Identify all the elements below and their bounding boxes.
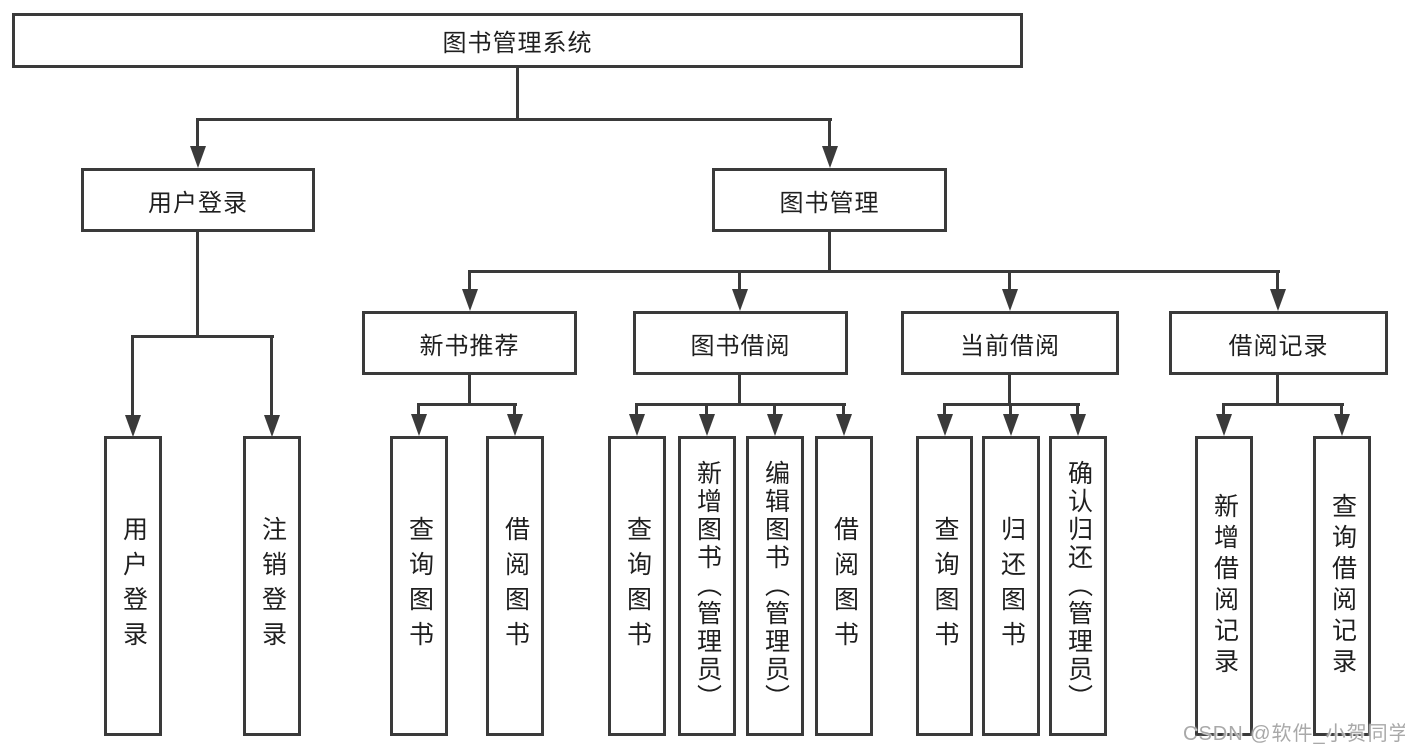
leaf-user-login: 用户登录 — [104, 436, 162, 736]
connector-user-login-bar — [131, 335, 274, 338]
node-current-borrow: 当前借阅 — [901, 311, 1119, 375]
leaf-borrow-book-recommend-label: 借阅图书 — [501, 516, 530, 656]
node-user-login-label: 用户登录 — [148, 189, 248, 217]
arrow-down-icon — [411, 414, 427, 436]
connector-new-book-recommend-bar — [417, 403, 517, 406]
csdn-watermark: CSDN @软件_小贺同学 — [1183, 723, 1405, 745]
connector-book-management-stub — [828, 232, 831, 273]
connector-leaf — [1009, 403, 1012, 418]
arrow-down-icon — [1270, 289, 1286, 311]
node-book-management: 图书管理 — [712, 168, 947, 232]
arrow-down-icon — [767, 414, 783, 436]
connector-to-new-book-recommend — [468, 270, 471, 292]
leaf-borrow-book: 借阅图书 — [815, 436, 873, 736]
connector-to-book-management — [828, 118, 831, 150]
arrow-down-icon — [699, 414, 715, 436]
arrow-down-icon — [1216, 414, 1232, 436]
connector-leaf — [1340, 403, 1343, 418]
connector-book-management-bar — [468, 270, 1280, 273]
leaf-logout-label: 注销登录 — [258, 516, 287, 656]
arrow-down-icon — [507, 414, 523, 436]
connector-to-current-borrow — [1008, 270, 1011, 292]
connector-leaf — [773, 403, 776, 418]
arrow-down-icon — [937, 414, 953, 436]
connector-leaf — [842, 403, 845, 418]
leaf-return-book-label: 归还图书 — [997, 516, 1026, 656]
leaf-add-borrow-record-label: 新增借阅记录 — [1210, 493, 1239, 679]
connector-to-user-login — [196, 118, 199, 150]
node-book-borrow: 图书借阅 — [633, 311, 848, 375]
leaf-borrow-book-label: 借阅图书 — [830, 516, 859, 656]
node-new-book-recommend: 新书推荐 — [362, 311, 577, 375]
leaf-user-login-label: 用户登录 — [119, 516, 148, 656]
leaf-edit-book-admin-label: 编辑图书（管理员） — [761, 460, 790, 712]
leaf-query-borrow-record: 查询借阅记录 — [1313, 436, 1371, 736]
connector-leaf — [1076, 403, 1079, 418]
connector-leaf — [513, 403, 516, 418]
connector-to-borrow-record — [1276, 270, 1279, 292]
arrow-down-icon — [822, 146, 838, 168]
node-new-book-recommend-label: 新书推荐 — [419, 332, 520, 360]
arrow-down-icon — [1070, 414, 1086, 436]
leaf-query-borrow-record-label: 查询借阅记录 — [1328, 493, 1357, 679]
leaf-add-borrow-record: 新增借阅记录 — [1195, 436, 1253, 736]
arrow-down-icon — [732, 289, 748, 311]
connector-root-bar — [196, 118, 832, 121]
arrow-down-icon — [836, 414, 852, 436]
connector-leaf — [705, 403, 708, 418]
leaf-query-book-borrow-label: 查询图书 — [623, 516, 652, 656]
connector-user-login-stub — [196, 232, 199, 338]
arrow-down-icon — [462, 289, 478, 311]
leaf-logout: 注销登录 — [243, 436, 301, 736]
leaf-borrow-book-recommend: 借阅图书 — [486, 436, 544, 736]
arrow-down-icon — [1002, 289, 1018, 311]
connector-to-book-borrow — [738, 270, 741, 292]
leaf-query-book-current: 查询图书 — [916, 436, 973, 736]
leaf-query-book-recommend: 查询图书 — [390, 436, 448, 736]
arrow-down-icon — [629, 414, 645, 436]
connector-book-borrow-bar — [635, 403, 846, 406]
connector-to-leaf-login — [131, 335, 134, 418]
connector-to-leaf-logout — [270, 335, 273, 418]
leaf-edit-book-admin: 编辑图书（管理员） — [746, 436, 804, 736]
arrow-down-icon — [190, 146, 206, 168]
leaf-confirm-return-admin: 确认归还（管理员） — [1049, 436, 1107, 736]
connector-current-borrow-stub — [1008, 375, 1011, 406]
leaf-query-book-borrow: 查询图书 — [608, 436, 666, 736]
connector-root-stub — [516, 68, 519, 120]
leaf-query-book-current-label: 查询图书 — [931, 516, 959, 656]
arrow-down-icon — [125, 415, 141, 437]
node-book-borrow-label: 图书借阅 — [690, 332, 791, 360]
node-root: 图书管理系统 — [12, 13, 1023, 68]
node-user-login: 用户登录 — [81, 168, 315, 232]
leaf-query-book-recommend-label: 查询图书 — [405, 516, 434, 656]
connector-leaf — [417, 403, 420, 418]
leaf-add-book-admin-label: 新增图书（管理员） — [693, 460, 722, 712]
connector-leaf — [943, 403, 946, 418]
node-root-label: 图书管理系统 — [442, 30, 593, 57]
node-book-management-label: 图书管理 — [779, 189, 880, 217]
leaf-return-book: 归还图书 — [982, 436, 1040, 736]
connector-borrow-record-stub — [1276, 375, 1279, 406]
node-current-borrow-label: 当前借阅 — [960, 332, 1060, 360]
arrow-down-icon — [1334, 414, 1350, 436]
node-borrow-record: 借阅记录 — [1169, 311, 1388, 375]
connector-leaf — [635, 403, 638, 418]
arrow-down-icon — [264, 415, 280, 437]
leaf-add-book-admin: 新增图书（管理员） — [678, 436, 736, 736]
connector-leaf — [1222, 403, 1225, 418]
leaf-confirm-return-admin-label: 确认归还（管理员） — [1064, 460, 1093, 712]
connector-borrow-record-bar — [1222, 403, 1344, 406]
connector-new-book-recommend-stub — [468, 375, 471, 406]
arrow-down-icon — [1003, 414, 1019, 436]
connector-book-borrow-stub — [738, 375, 741, 406]
node-borrow-record-label: 借阅记录 — [1228, 332, 1329, 360]
